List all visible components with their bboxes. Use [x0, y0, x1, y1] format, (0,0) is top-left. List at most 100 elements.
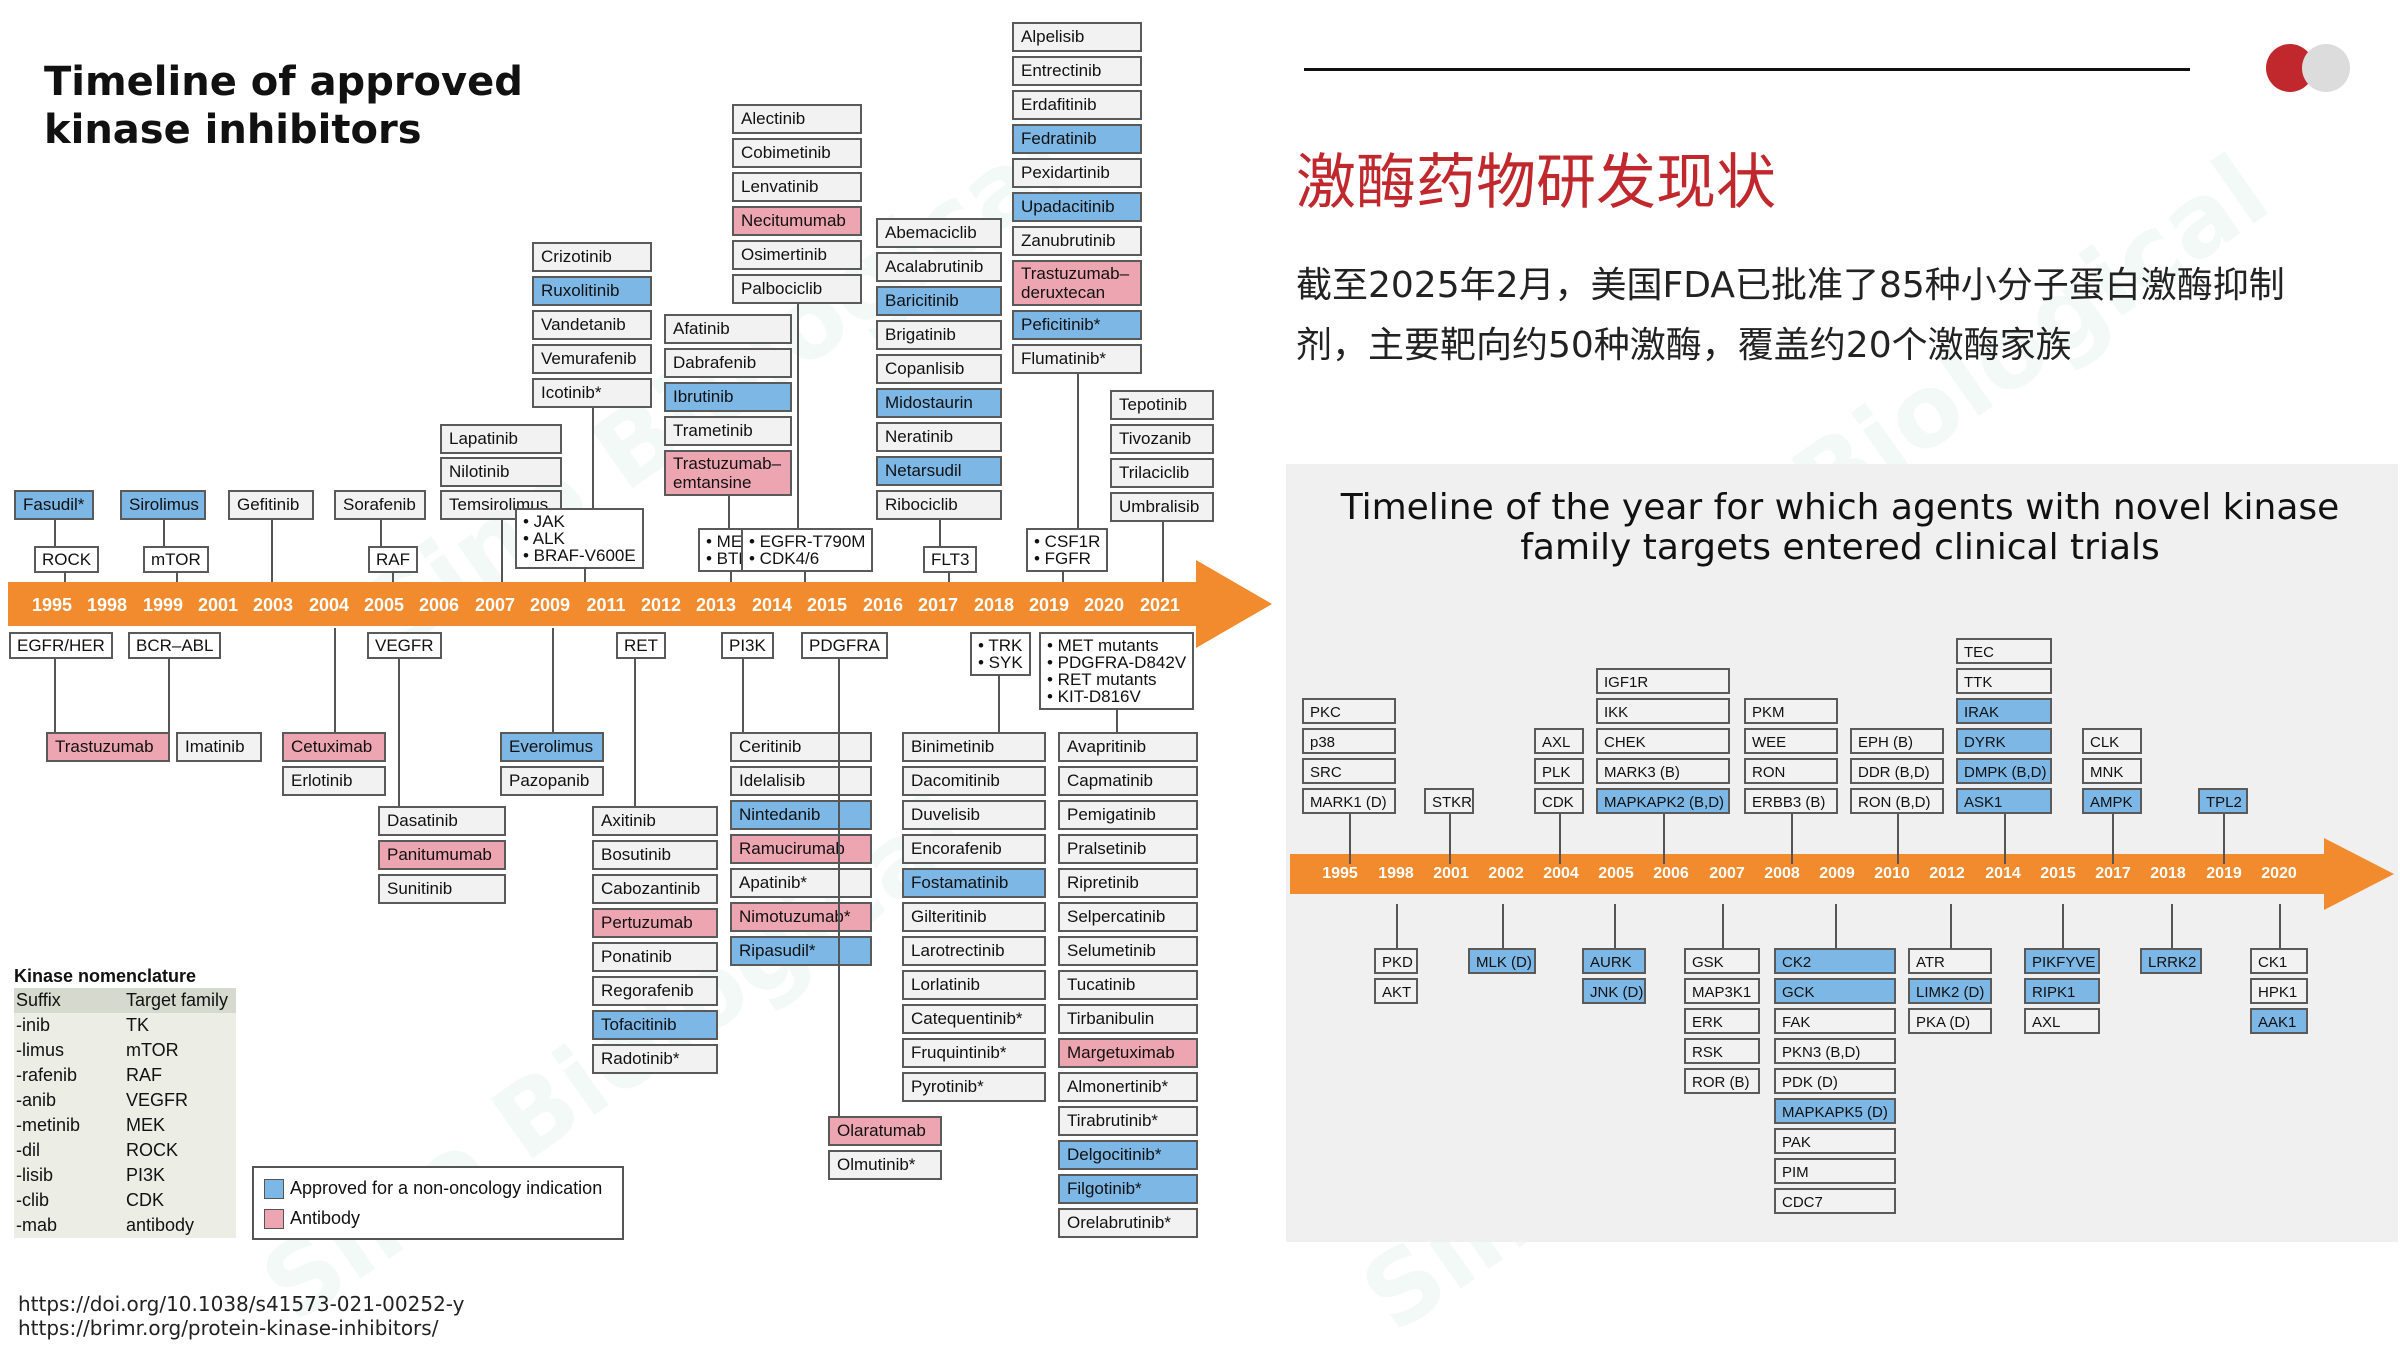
kinase-box: MARK3 (B): [1596, 758, 1730, 784]
connector-line: [2112, 814, 2114, 864]
kinase-box: EPH (B): [1850, 728, 1944, 754]
target-label: RET: [616, 632, 666, 659]
drug-box: Upadacitinib: [1012, 192, 1142, 222]
target-label: FLT3: [923, 546, 978, 573]
timeline-year: 2018: [2150, 865, 2186, 882]
drug-box: Tucatinib: [1058, 970, 1198, 1000]
kinase-box: PKA (D): [1908, 1008, 1992, 1034]
timeline-year: 2011: [586, 595, 626, 615]
nomenclature-row: -clib CDK: [14, 1188, 236, 1213]
timeline-year: 2013: [695, 595, 737, 615]
connector-line: [1062, 570, 1064, 582]
kinase-box: PIM: [1774, 1158, 1896, 1184]
target-label: • MET mutants • PDGFRA-D842V • RET mutan…: [1039, 632, 1195, 710]
kinase-box: ERK: [1684, 1008, 1760, 1034]
section-title: 激酶药物研发现状: [1296, 148, 1776, 218]
nomenclature-family: VEGFR: [126, 1090, 189, 1110]
kinase-box: AURK: [1582, 948, 1646, 974]
drug-box: Temsirolimus: [440, 490, 562, 520]
nomenclature-family: antibody: [126, 1215, 195, 1235]
divider: [1304, 68, 2190, 71]
drug-box: Binimetinib: [902, 732, 1046, 762]
connector-line: [1614, 904, 1616, 948]
connector-line: [730, 570, 732, 582]
connector-line: [742, 657, 744, 732]
kinase-box: ERBB3 (B): [1744, 788, 1838, 814]
connector-line: [592, 408, 594, 508]
drug-box: Panitumumab: [378, 840, 506, 870]
kinase-box: AXL: [2024, 1008, 2100, 1034]
connector-line: [797, 304, 799, 528]
connector-line: [176, 571, 178, 582]
drug-box: Alectinib: [732, 104, 862, 134]
drug-box: Fostamatinib: [902, 868, 1046, 898]
right-panel-title: Timeline of the year for which agents wi…: [1340, 487, 2340, 568]
timeline-year: 2020: [2261, 865, 2297, 882]
target-label: ROCK: [34, 546, 100, 573]
connector-line: [1116, 708, 1118, 732]
connector-line: [2279, 904, 2281, 948]
kinase-box: IKK: [1596, 698, 1730, 724]
kinase-nomenclature: Kinase nomenclature Suffix Target family…: [14, 964, 236, 1238]
drug-box: Gefitinib: [228, 490, 314, 520]
drug-box: Margetuximab: [1058, 1038, 1198, 1068]
drug-box: Sorafenib: [334, 490, 426, 520]
target-label: • EGFR-T790M • CDK4/6: [741, 528, 874, 572]
nomenclature-suffix: -inib: [16, 1015, 51, 1035]
timeline-year: 1998: [86, 595, 128, 615]
connector-line: [2171, 904, 2173, 948]
drug-box: Zanubrutinib: [1012, 226, 1142, 256]
kinase-box: ASK1: [1956, 788, 2052, 814]
connector-line: [552, 628, 554, 732]
drug-box: Fedratinib: [1012, 124, 1142, 154]
timeline-year: 2020: [1083, 595, 1125, 615]
kinase-box: PIKFYVE: [2024, 948, 2100, 974]
timeline-year: 2014: [751, 595, 793, 615]
kinase-box: PKD: [1374, 948, 1418, 974]
drug-box: Almonertinib*: [1058, 1072, 1198, 1102]
reference-link[interactable]: https://doi.org/10.1038/s41573-021-00252…: [18, 1292, 465, 1316]
timeline-year: 2006: [1653, 865, 1689, 882]
target-label: mTOR: [143, 546, 209, 573]
drug-box: Fasudil*: [14, 490, 94, 520]
drug-box: Dasatinib: [378, 806, 506, 836]
kinase-box: MARK1 (D): [1302, 788, 1396, 814]
drug-box: Acalabrutinib: [876, 252, 1002, 282]
drug-box: Sunitinib: [378, 874, 506, 904]
kinase-box: PAK: [1774, 1128, 1896, 1154]
drug-box: Everolimus: [500, 732, 604, 762]
kinase-box: RON (B,D): [1850, 788, 1944, 814]
connector-line: [1897, 814, 1899, 864]
connector-line: [501, 520, 503, 582]
drug-box: Ripretinib: [1058, 868, 1198, 898]
connector-line: [1077, 374, 1079, 528]
kinase-box: RON: [1744, 758, 1838, 784]
timeline-year: 2015: [806, 595, 848, 615]
reference-link[interactable]: https://brimr.org/protein-kinase-inhibit…: [18, 1316, 439, 1340]
timeline-year: 2004: [1543, 865, 1579, 882]
drug-box: Ponatinib: [592, 942, 718, 972]
timeline-year: 1995: [1322, 865, 1358, 882]
timeline-year: 2016: [862, 595, 904, 615]
connector-line: [168, 657, 170, 732]
nomenclature-family: CDK: [126, 1190, 165, 1210]
legend-swatch-pink: [264, 1209, 284, 1230]
nomenclature-suffix: -clib: [16, 1190, 50, 1210]
drug-box: Trilaciclib: [1110, 458, 1214, 488]
kinase-box: MAPKAPK2 (B,D): [1596, 788, 1730, 814]
connector-line: [2004, 814, 2006, 864]
target-label: • TRK • SYK: [970, 632, 1031, 676]
drug-box: Ruxolitinib: [532, 276, 652, 306]
drug-box: Ceritinib: [730, 732, 872, 762]
drug-box: Neratinib: [876, 422, 1002, 452]
kinase-box: ROR (B): [1684, 1068, 1760, 1094]
drug-box: Vemurafenib: [532, 344, 652, 374]
nomenclature-family: mTOR: [126, 1040, 179, 1060]
timeline-year: 2007: [474, 595, 516, 615]
timeline-year: 2019: [2206, 865, 2242, 882]
drug-box: Delgocitinib*: [1058, 1140, 1198, 1170]
legend-item-antibody: Antibody: [264, 1206, 360, 1230]
